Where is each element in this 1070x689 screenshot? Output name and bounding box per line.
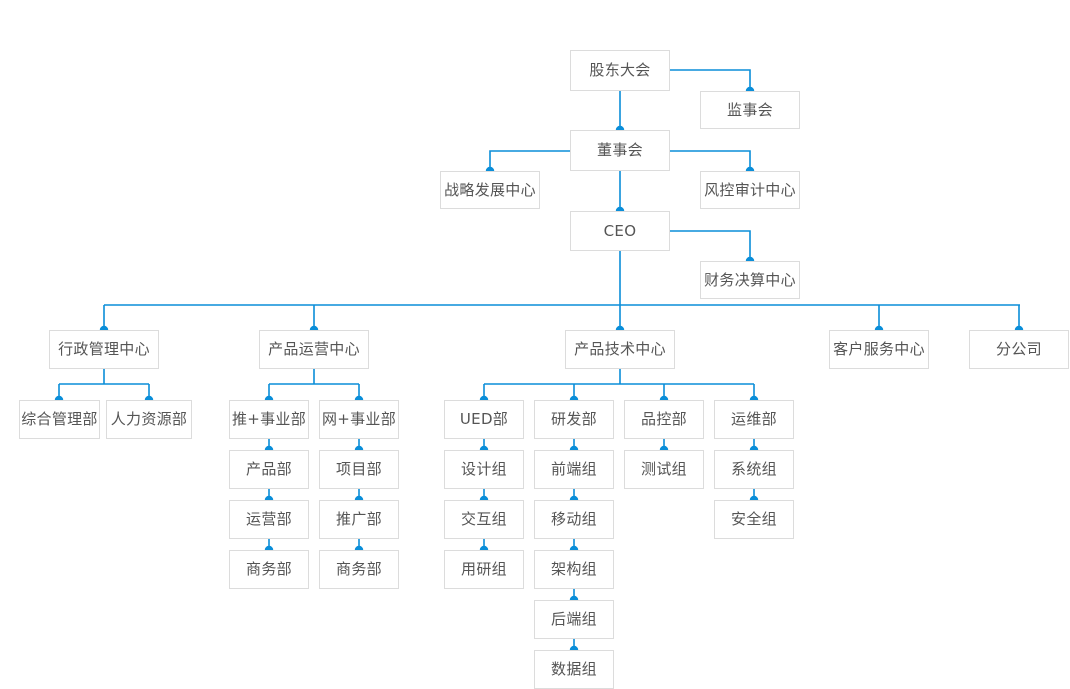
node-shareholders-meeting[interactable]: 股东大会 xyxy=(570,50,670,91)
node-rnd-dept[interactable]: 研发部 xyxy=(534,400,614,439)
node-board-of-directors[interactable]: 董事会 xyxy=(570,130,670,171)
node-business-dept-right[interactable]: 商务部 xyxy=(319,550,399,589)
node-product-operations-center[interactable]: 产品运营中心 xyxy=(259,330,369,369)
node-business-dept-left[interactable]: 商务部 xyxy=(229,550,309,589)
node-finance-settlement-center[interactable]: 财务决算中心 xyxy=(700,261,800,299)
node-operations-dept[interactable]: 运营部 xyxy=(229,500,309,539)
node-ceo[interactable]: CEO xyxy=(570,211,670,251)
node-interaction-group[interactable]: 交互组 xyxy=(444,500,524,539)
node-security-group[interactable]: 安全组 xyxy=(714,500,794,539)
node-architecture-group[interactable]: 架构组 xyxy=(534,550,614,589)
node-design-group[interactable]: 设计组 xyxy=(444,450,524,489)
node-project-dept[interactable]: 项目部 xyxy=(319,450,399,489)
node-product-technology-center[interactable]: 产品技术中心 xyxy=(565,330,675,369)
node-promotion-dept[interactable]: 推广部 xyxy=(319,500,399,539)
node-operations-maintenance-dept[interactable]: 运维部 xyxy=(714,400,794,439)
node-general-management-dept[interactable]: 综合管理部 xyxy=(19,400,100,439)
node-quality-control-dept[interactable]: 品控部 xyxy=(624,400,704,439)
node-supervisory-board[interactable]: 监事会 xyxy=(700,91,800,129)
node-customer-service-center[interactable]: 客户服务中心 xyxy=(829,330,929,369)
node-product-dept[interactable]: 产品部 xyxy=(229,450,309,489)
node-system-group[interactable]: 系统组 xyxy=(714,450,794,489)
node-test-group[interactable]: 测试组 xyxy=(624,450,704,489)
node-human-resources-dept[interactable]: 人力资源部 xyxy=(106,400,192,439)
node-data-group[interactable]: 数据组 xyxy=(534,650,614,689)
node-mobile-group[interactable]: 移动组 xyxy=(534,500,614,539)
node-tui-plus-business-unit[interactable]: 推+事业部 xyxy=(229,400,309,439)
node-frontend-group[interactable]: 前端组 xyxy=(534,450,614,489)
node-wang-plus-business-unit[interactable]: 网+事业部 xyxy=(319,400,399,439)
node-branch-company[interactable]: 分公司 xyxy=(969,330,1069,369)
node-backend-group[interactable]: 后端组 xyxy=(534,600,614,639)
node-admin-management-center[interactable]: 行政管理中心 xyxy=(49,330,159,369)
node-strategy-development-center[interactable]: 战略发展中心 xyxy=(440,171,540,209)
node-risk-audit-center[interactable]: 风控审计中心 xyxy=(700,171,800,209)
node-ued-dept[interactable]: UED部 xyxy=(444,400,524,439)
node-user-research-group[interactable]: 用研组 xyxy=(444,550,524,589)
